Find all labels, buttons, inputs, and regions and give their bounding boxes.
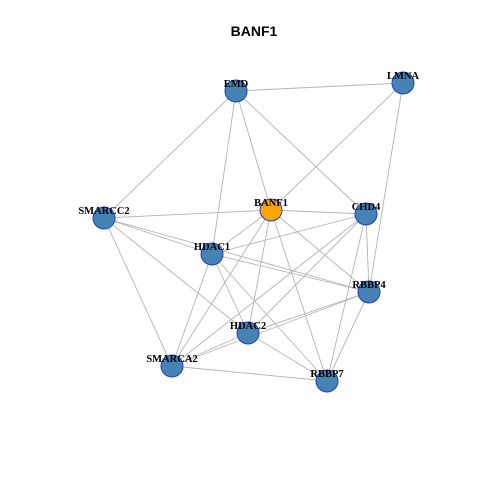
node-label-chd4: CHD4 [352,202,381,213]
edge-lmna-banf1 [270,82,404,211]
node-label-hdac2: HDAC2 [230,321,266,332]
edge-rbbp4-rbbp7 [326,291,370,382]
node-banf1 [259,198,283,222]
node-label-rbbp4: RBBP4 [352,280,386,291]
edge-smarcc2-smarca2 [103,217,173,367]
edge-smarca2-rbbp7 [171,365,328,382]
node-emd [224,79,248,103]
edge-rbbp4-hdac2 [247,291,370,334]
node-label-hdac1: HDAC1 [194,242,230,253]
label-layer: EMD LMNA SMARCC2 BANF1 CHD4HDAC1RBBP4HDAC2SM… [78,71,419,380]
edge-emd-lmna [235,82,404,92]
edge-hdac2-rbbp7 [247,332,328,382]
node-hdac1 [200,242,224,266]
edge-banf1-rbbp7 [270,209,328,382]
node-smarca2 [160,354,184,378]
edge-smarcc2-hdac1 [103,217,213,255]
edge-banf1-rbbp4 [270,209,370,293]
node-label-emd: EMD [224,79,249,90]
edge-banf1-hdac2 [247,209,272,334]
node-hdac2 [236,321,260,345]
edge-chd4-hdac1 [211,213,367,255]
node-rbbp4 [357,280,381,304]
edge-hdac1-smarca2 [171,253,213,367]
edge-chd4-rbbp4 [365,213,370,293]
edge-hdac1-hdac2 [211,253,249,334]
edge-hdac2-smarca2 [171,332,249,367]
edge-chd4-smarca2 [171,213,367,367]
node-layer [92,71,415,393]
edge-emd-smarcc2 [103,90,237,219]
edge-chd4-rbbp7 [326,213,367,382]
edge-rbbp4-smarca2 [171,291,370,367]
edge-smarcc2-banf1 [103,209,272,219]
diagram-title: BANF1 [231,23,278,39]
edge-layer [103,82,404,382]
node-label-smarcc2: SMARCC2 [78,206,129,217]
edge-banf1-hdac1 [211,209,272,255]
edge-banf1-smarca2 [171,209,272,367]
edge-smarcc2-rbbp4 [103,217,370,293]
edge-banf1-chd4 [270,209,367,215]
edge-smarcc2-hdac2 [103,217,249,334]
node-chd4 [354,202,378,226]
node-label-smarca2: SMARCA2 [146,354,197,365]
edge-lmna-rbbp4 [368,82,404,293]
edge-emd-banf1 [235,90,272,211]
node-lmna [391,71,415,95]
node-rbbp7 [315,369,339,393]
edge-chd4-hdac2 [247,213,367,334]
node-label-lmna: LMNA [387,71,419,82]
edge-hdac1-rbbp7 [211,253,328,382]
node-label-rbbp7: RBBP7 [310,369,343,380]
edge-emd-hdac1 [211,90,237,255]
edge-emd-chd4 [235,90,367,215]
edge-hdac1-rbbp4 [211,253,370,293]
node-label-banf1: BANF1 [254,198,288,209]
node-smarcc2 [92,206,116,230]
